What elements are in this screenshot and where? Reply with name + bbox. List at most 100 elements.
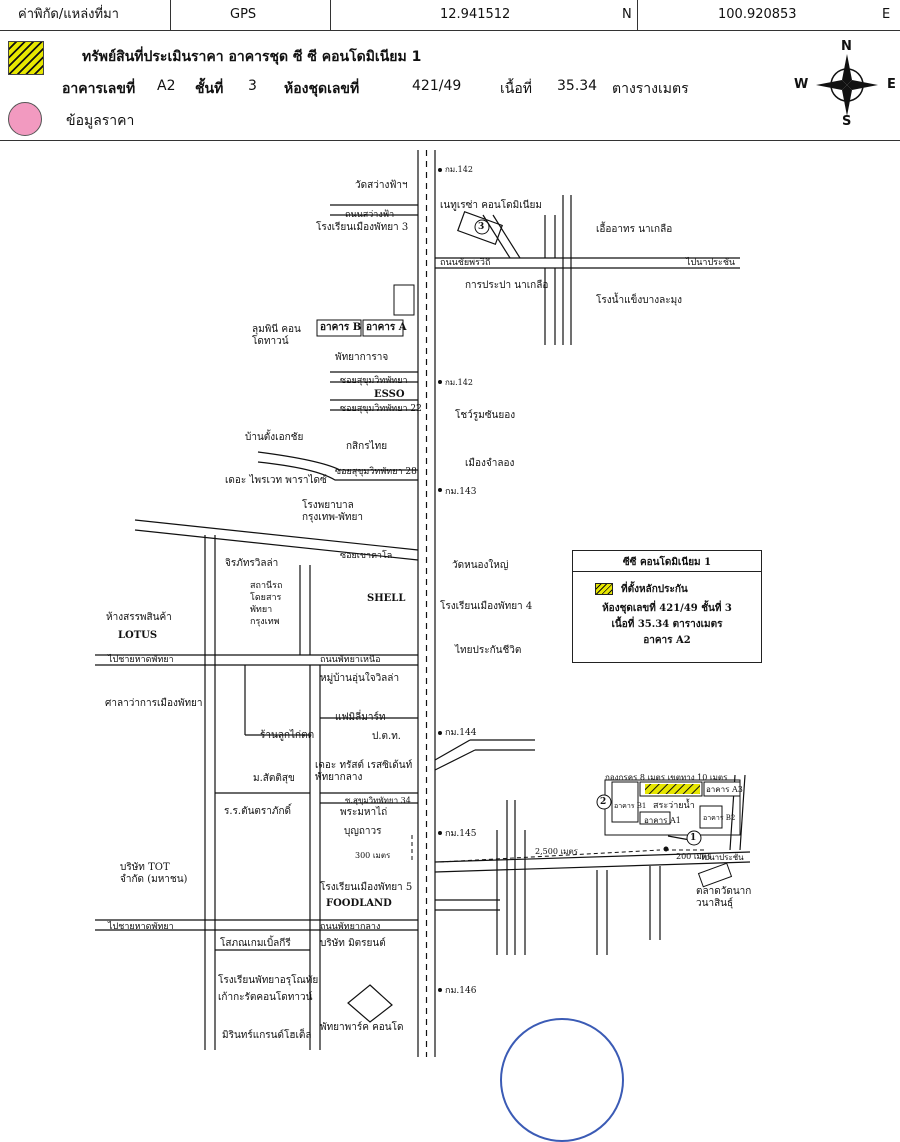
marker-3: 3	[478, 222, 485, 232]
compass-e: E	[887, 77, 896, 92]
label-talat: ตลาดวัดนาก วนาสินธุ์	[696, 886, 752, 909]
collateral-hatch-legend	[8, 41, 44, 75]
label-foodland: FOODLAND	[326, 898, 392, 909]
label-lotus: LOTUS	[118, 630, 158, 641]
infobox-hatch-swatch	[595, 583, 613, 595]
label-pattaya-park: พัทยาพาร์ค คอนโด	[320, 1022, 404, 1033]
area-value: 35.34	[557, 78, 598, 94]
unit-label: ห้องชุดเลขที่	[284, 81, 360, 97]
label-soi-sukhumvit: ซอยสุขุมวิทพัทยา	[340, 376, 408, 386]
infobox-title: ซีซี คอนโดมิเนียม 1	[622, 557, 712, 568]
label-ua-arthan: เอื้ออาทร นาเกลือ	[596, 224, 673, 235]
price-info-marker	[8, 102, 42, 136]
label-school-4: โรงเรียนเมืองพัทยา 4	[440, 601, 533, 612]
longitude-value: 100.920853	[718, 7, 797, 22]
label-hospital: โรงพยาบาล กรุงเทพ-พัทยา	[302, 500, 363, 523]
area-label: เนื้อที่	[500, 81, 532, 97]
label-to-beach-south: ไปชายหาดพัทยา	[108, 922, 174, 932]
label-chirapha: จิรภัทรวิลล่า	[225, 558, 279, 569]
label-family-mart: แฟมิลี่มาร์ท	[335, 712, 386, 723]
collateral-info-box: ซีซี คอนโดมิเนียม 1 ที่ตั้งหลักประกัน ห้…	[572, 550, 762, 663]
label-sawangfa-road: ถนนสว่างฟ้า	[345, 210, 395, 220]
company-stamp	[500, 1018, 624, 1142]
latitude-direction: N	[622, 7, 632, 22]
label-kasikorn: กสิกรไทย	[346, 441, 388, 452]
label-school-3: โรงเรียนเมืองพัทยา 3	[316, 222, 409, 233]
unit-value: 421/49	[412, 78, 462, 94]
floor-label: ชั้นที่	[195, 81, 224, 97]
label-mirin: มิรินทร์แกรนด์โฮเต็ล	[222, 1030, 312, 1041]
label-ptt: ป.ต.ท.	[372, 731, 401, 742]
label-luk-kai: ร้านลูกไก่ตต	[260, 730, 315, 741]
label-kongkrit: กองกรคร 8 เมตร เขตทาง 10 เมตร	[605, 773, 728, 782]
building-value: A2	[157, 78, 176, 94]
label-pattaya-garage: พัทยาการาจ	[335, 352, 389, 363]
label-bldg-a3: อาคาร A3	[706, 785, 743, 794]
label-km143: กม.143	[445, 487, 477, 497]
label-showroom: โชว์รูมซันยอง	[455, 410, 516, 421]
label-bus-station: สถานีรถโดยสาร พัทยากรุงเทพ	[250, 581, 283, 627]
label-ror-ror: ร.ร.ตันตราภักดิ์	[224, 806, 292, 817]
label-private-paradise: เดอะ ไพรเวท พาราไดซ์	[225, 475, 327, 486]
infobox-legend: ที่ตั้งหลักประกัน	[621, 584, 688, 595]
coord-label: ค่าพิกัด/แหล่งที่มา	[18, 7, 119, 22]
label-the-trust: เดอะ ทรัสต์ เรสซิเด้นท์ พัทยากลาง	[315, 760, 413, 783]
infobox-line3: อาคาร A2	[643, 635, 691, 646]
label-thai-prakan: ไทยประกันชีวิต	[455, 645, 522, 656]
coordinate-row: ค่าพิกัด/แหล่งที่มา GPS 12.941512 N 100.…	[0, 0, 900, 31]
label-km142b: กม.142	[445, 378, 473, 387]
label-km145: กม.145	[445, 829, 477, 839]
label-bldg-b1: อาคาร B1	[614, 802, 647, 810]
label-lumpini: ลุมพินี คอนโดทาวน์	[252, 324, 301, 347]
compass-n: N	[841, 39, 852, 54]
price-info-label: ข้อมูลราคา	[66, 113, 135, 129]
compass-s: S	[842, 114, 852, 129]
label-pattaya-nuea: ถนนพัทยาเหนือ	[320, 655, 381, 665]
latitude-value: 12.941512	[440, 7, 511, 22]
label-swimming-pool: สระว่ายน้ำ	[653, 801, 695, 811]
label-wat-nong-yai: วัดหนองใหญ่	[452, 560, 509, 571]
label-bldg-a1: อาคาร A1	[644, 816, 681, 825]
label-ice-factory: โรงน้ำแข็งบางละมุง	[596, 295, 683, 306]
marker-2: 2	[600, 797, 607, 807]
label-city-hall: ศาลาว่าการเมืองพัทยา	[105, 698, 203, 709]
label-bldg-b2: อาคาร B2	[703, 814, 736, 822]
label-wat-sawang: วัดสว่างฟ้าฯ	[355, 180, 408, 191]
floor-value: 3	[248, 78, 257, 94]
infobox-line2: เนื้อที่ 35.34 ตารางเมตร	[611, 619, 723, 630]
map-frame	[0, 140, 900, 1058]
label-bldg-b: อาคาร B	[320, 322, 362, 333]
label-sopha: โสภณเกมเบิ้ลกีรี	[220, 938, 291, 949]
longitude-direction: E	[882, 7, 891, 22]
label-nanthra: เนทูเรซ่า คอนโดมิเนียม	[440, 200, 542, 211]
compass-w: W	[794, 77, 809, 92]
label-soi-22: ซอยสุขุมวิทพัทยา 22	[340, 404, 422, 414]
label-esso: ESSO	[374, 389, 405, 400]
label-km142a: กม.142	[445, 165, 473, 174]
label-ma-sat: ม.สัตติสุข	[253, 773, 295, 784]
infobox-line1: ห้องชุดเลขที่ 421/49 ชั้นที่ 3	[602, 603, 732, 614]
label-tot: บริษัท TOT จำกัด (มหาชน)	[120, 862, 188, 885]
label-pra-pa: การประปา นาเกลือ	[465, 280, 549, 291]
label-to-napa-south: ไปนาประชัน	[700, 853, 744, 862]
building-label: อาคารเลขที่	[62, 81, 136, 97]
label-km144: กม.144	[445, 728, 477, 738]
label-ban-tang: บ้านตั้งเอกชัย	[245, 432, 304, 443]
label-300m: 300 เมตร	[355, 851, 391, 860]
marker-1: 1	[690, 833, 697, 843]
label-khao-talo: ซอยเขาตาโล	[340, 551, 393, 561]
label-soi-28: ซอยสุขุมวิทพัทยา 28	[335, 467, 417, 477]
label-to-napa-north: ไปนาประชัน	[686, 258, 736, 268]
property-title: ทรัพย์สินที่ประเมินราคา อาคารชุด ซี ซี ค…	[82, 49, 422, 65]
label-200m: 200 เมตร	[676, 852, 712, 861]
label-mitsu: บริษัท มิตรยนต์	[320, 938, 386, 949]
label-2500m: 2,500 เมตร	[535, 847, 578, 856]
label-to-beach-north: ไปชายหาดพัทยา	[108, 655, 174, 665]
label-soi-34: ซ.สุขุมวิทพัทยา 34	[345, 796, 411, 805]
label-mu-ban: หมู่บ้านอุ่นใจวิลล่า	[320, 673, 400, 684]
label-muang-thong: เมืองจำลอง	[465, 458, 515, 469]
label-bldg-a: อาคาร A	[366, 322, 407, 333]
label-pattaya-klang: ถนนพัทยากลาง	[320, 922, 381, 932]
label-kao-kao: เก้ากะรัตคอนโดทาวน์	[218, 992, 313, 1003]
area-unit: ตางรางเมตร	[612, 81, 689, 97]
